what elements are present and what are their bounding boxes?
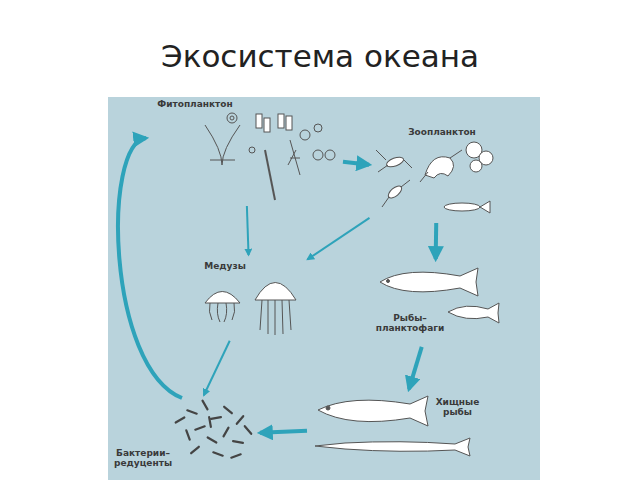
herring bbox=[387, 280, 390, 283]
bacterium bbox=[191, 447, 199, 453]
diatom bbox=[210, 160, 235, 161]
small-fish bbox=[480, 201, 490, 213]
node-label: Бактерии– редуценты bbox=[112, 448, 174, 469]
shrimp bbox=[420, 150, 462, 182]
node-label: Рыбы– планктофаги bbox=[375, 313, 445, 334]
diatom bbox=[286, 116, 292, 130]
diatom bbox=[230, 116, 234, 120]
jellyfish bbox=[260, 300, 291, 335]
bacterium bbox=[224, 407, 232, 413]
diatom bbox=[256, 114, 262, 128]
predatory-fish bbox=[318, 396, 428, 426]
diatom bbox=[227, 113, 237, 123]
bacterium bbox=[176, 418, 185, 423]
diatom bbox=[314, 124, 322, 132]
diatom bbox=[288, 150, 300, 165]
fish-group: Рыбы– планктофаги bbox=[370, 262, 500, 344]
food-chain-arrow bbox=[247, 206, 249, 255]
larva bbox=[470, 160, 482, 172]
bacterium bbox=[209, 417, 211, 427]
diatom bbox=[313, 150, 323, 160]
bacterium bbox=[187, 410, 196, 413]
jellyfish bbox=[209, 303, 234, 322]
food-chain-arrow bbox=[409, 347, 422, 389]
zooplankton-group: Зоопланктон bbox=[372, 125, 502, 220]
bacterium bbox=[208, 438, 217, 443]
title: Экосистема океана bbox=[0, 38, 640, 74]
node-label: Медузы bbox=[200, 261, 250, 271]
bacterium bbox=[231, 454, 240, 457]
food-chain-arrow bbox=[204, 341, 230, 396]
bacteria-group: Бактерии– редуценты bbox=[112, 398, 257, 474]
node-label: Зоопланктон bbox=[407, 127, 477, 137]
diatom bbox=[205, 125, 240, 165]
food-chain-arrow bbox=[307, 218, 369, 260]
bacterium bbox=[213, 452, 222, 455]
copepod bbox=[385, 155, 405, 169]
bacterium bbox=[224, 428, 229, 437]
bacterium bbox=[233, 441, 243, 443]
food-chain-arrow bbox=[343, 162, 369, 165]
jellyfish bbox=[255, 283, 296, 301]
bacterium bbox=[203, 401, 208, 410]
predatory-fish bbox=[326, 406, 330, 410]
herring bbox=[380, 268, 478, 296]
food-chain-arrow bbox=[434, 223, 439, 259]
small-fish bbox=[444, 203, 480, 211]
garfish bbox=[315, 438, 470, 456]
diatom bbox=[300, 130, 310, 140]
node-label: Хищные рыбы bbox=[435, 397, 480, 418]
shrimp bbox=[425, 157, 454, 178]
food-chain-arrow bbox=[260, 431, 307, 433]
predator-group: Хищные рыбы bbox=[310, 392, 485, 462]
bacterium bbox=[237, 416, 243, 424]
copepod bbox=[382, 180, 410, 207]
diatom bbox=[278, 114, 284, 128]
diatom bbox=[325, 150, 335, 160]
bacteria bbox=[176, 401, 252, 458]
bacterium bbox=[211, 417, 221, 419]
node-label: Фитопланктон bbox=[155, 99, 235, 109]
copepod bbox=[376, 150, 412, 172]
jellyfish bbox=[205, 292, 240, 304]
phytoplankton-group: Фитопланктон bbox=[150, 98, 340, 203]
diatom bbox=[249, 147, 255, 153]
diatom bbox=[264, 118, 270, 132]
jellyfish-group: Медузы bbox=[195, 258, 305, 338]
bacterium bbox=[186, 430, 189, 439]
herring bbox=[448, 303, 499, 323]
food-chain-arrow bbox=[118, 138, 182, 398]
diatom bbox=[265, 150, 275, 200]
bacterium bbox=[195, 426, 204, 429]
bacterium bbox=[245, 426, 251, 434]
